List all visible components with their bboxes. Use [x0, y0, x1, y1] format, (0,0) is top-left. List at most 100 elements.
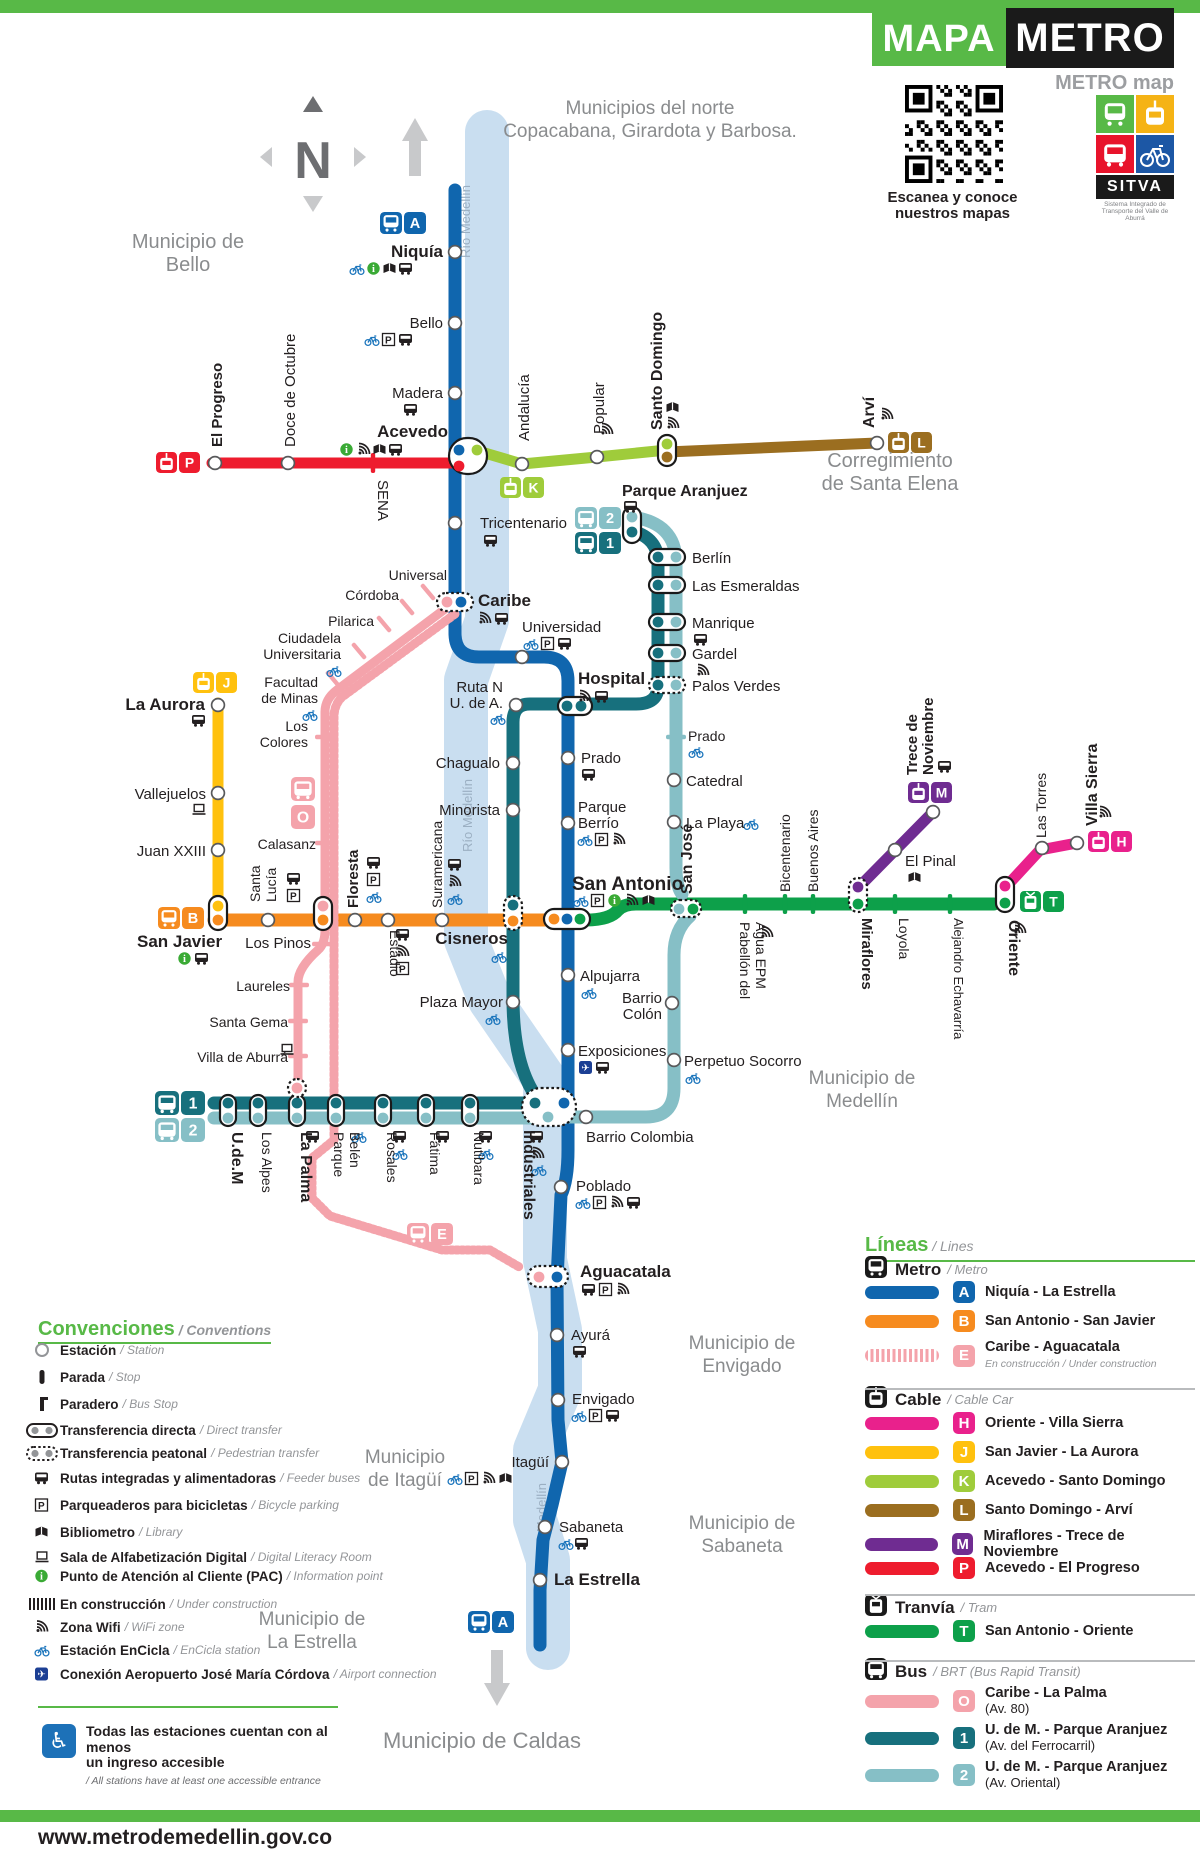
transfer-miraflores[interactable] [847, 876, 869, 914]
station-trece-de-noviembre[interactable] [925, 804, 941, 820]
transfer-caribe[interactable] [435, 591, 475, 613]
transfer-nutibara[interactable] [460, 1093, 480, 1128]
stop-calasanz[interactable] [315, 840, 335, 846]
transfer-o-b-transfer[interactable] [312, 895, 334, 932]
transfer-parque-belen[interactable] [326, 1093, 346, 1128]
line-T[interactable] [579, 897, 1001, 927]
stop-ciudadela[interactable] [351, 642, 367, 660]
station-ayura[interactable] [549, 1327, 565, 1343]
station-santa-lucia[interactable] [260, 912, 276, 928]
station-el-pinal[interactable] [887, 842, 903, 858]
badge-cable-p[interactable] [156, 452, 177, 473]
station-parque-berrio[interactable] [560, 815, 576, 831]
badge-metro-a-north[interactable] [380, 212, 402, 234]
transfer-oriente[interactable] [994, 875, 1016, 914]
badge-bus-2-pa[interactable] [575, 507, 597, 529]
badge-tram-t[interactable] [1020, 891, 1041, 912]
badge-cable-j[interactable] [193, 672, 214, 693]
line-L[interactable] [661, 437, 883, 458]
stop-pabellon[interactable] [742, 894, 748, 914]
station-catedral[interactable] [666, 772, 682, 788]
badge-p[interactable]: P [179, 452, 200, 473]
badge-cable-k[interactable] [500, 477, 521, 498]
transfer-manrique[interactable] [647, 612, 687, 632]
badge-metro-b[interactable] [158, 907, 180, 929]
transfer-gardel[interactable] [647, 643, 687, 663]
transfer-santo-domingo[interactable] [656, 433, 678, 468]
badge-2-w[interactable]: 2 [181, 1118, 205, 1142]
badge-cable-m[interactable] [908, 782, 929, 803]
station-villa-sierra[interactable] [1069, 835, 1085, 851]
stop-los-pinos[interactable] [312, 941, 332, 947]
badge-bus-o[interactable] [291, 777, 315, 801]
station-vallejuelos[interactable] [210, 785, 226, 801]
stop-echavarria[interactable] [947, 894, 953, 914]
station-juan-xxiii[interactable] [210, 842, 226, 858]
transfer-cisneros[interactable] [502, 894, 524, 932]
station-arvi[interactable] [869, 435, 885, 451]
station-andalucia[interactable] [514, 456, 530, 472]
station-itagui[interactable] [554, 1454, 570, 1470]
station-doce-de-octubre[interactable] [280, 455, 296, 471]
transfer-san-antonio[interactable] [542, 907, 592, 931]
station-barrio-colon[interactable] [664, 995, 680, 1011]
stop-facultad[interactable] [325, 670, 341, 688]
stop-sena[interactable] [370, 453, 376, 473]
badge-1-pa[interactable]: 1 [599, 532, 621, 554]
transfer-acevedo[interactable] [447, 436, 489, 476]
station-tricentenario[interactable] [447, 515, 463, 531]
station-barrio-colombia[interactable] [578, 1109, 594, 1125]
stop-buenos-aires[interactable] [810, 894, 816, 914]
footer-url[interactable]: www.metrodemedellin.gov.co [38, 1826, 333, 1849]
station-envigado[interactable] [550, 1392, 566, 1408]
station-madera[interactable] [447, 385, 463, 401]
station-floresta[interactable] [347, 912, 363, 928]
station-exposiciones[interactable] [560, 1042, 576, 1058]
badge-o[interactable]: O [291, 805, 315, 829]
station-estadio[interactable] [380, 912, 396, 928]
badge-e[interactable]: E [431, 1223, 453, 1245]
station-la-playa[interactable] [666, 814, 682, 830]
line-A[interactable] [448, 183, 575, 1652]
transfer-berlin[interactable] [647, 547, 687, 567]
badge-cable-h[interactable] [1088, 831, 1109, 852]
station-minorista[interactable] [505, 802, 521, 818]
station-la-estrella[interactable] [532, 1572, 548, 1588]
stop-universal[interactable] [420, 583, 436, 601]
transfer-palos-verdes[interactable] [647, 675, 687, 695]
badge-a-south[interactable]: A [492, 1611, 514, 1633]
transfer-udem[interactable] [218, 1093, 238, 1128]
stop-prado-2[interactable] [666, 734, 686, 740]
transfer-rosales[interactable] [373, 1093, 393, 1128]
badge-l[interactable]: L [911, 432, 932, 453]
stop-loyola[interactable] [892, 894, 898, 914]
station-la-aurora[interactable] [210, 697, 226, 713]
transfer-los-alpes[interactable] [248, 1093, 268, 1128]
station-niquia[interactable] [447, 244, 463, 260]
transfer-san-javier[interactable] [207, 894, 229, 932]
badge-h[interactable]: H [1111, 831, 1132, 852]
badge-a-north[interactable]: A [404, 212, 426, 234]
station-bello[interactable] [447, 315, 463, 331]
badge-bus-1-w[interactable] [155, 1091, 179, 1115]
transfer-fatima[interactable] [416, 1093, 436, 1128]
transfer-las-esmeraldas[interactable] [647, 575, 687, 595]
line-K[interactable] [472, 444, 673, 470]
station-suramericana[interactable] [434, 912, 450, 928]
station-prado[interactable] [560, 750, 576, 766]
badge-metro-e[interactable] [407, 1223, 429, 1245]
station-universidad[interactable] [514, 649, 530, 665]
station-ruta-n[interactable] [508, 697, 524, 713]
